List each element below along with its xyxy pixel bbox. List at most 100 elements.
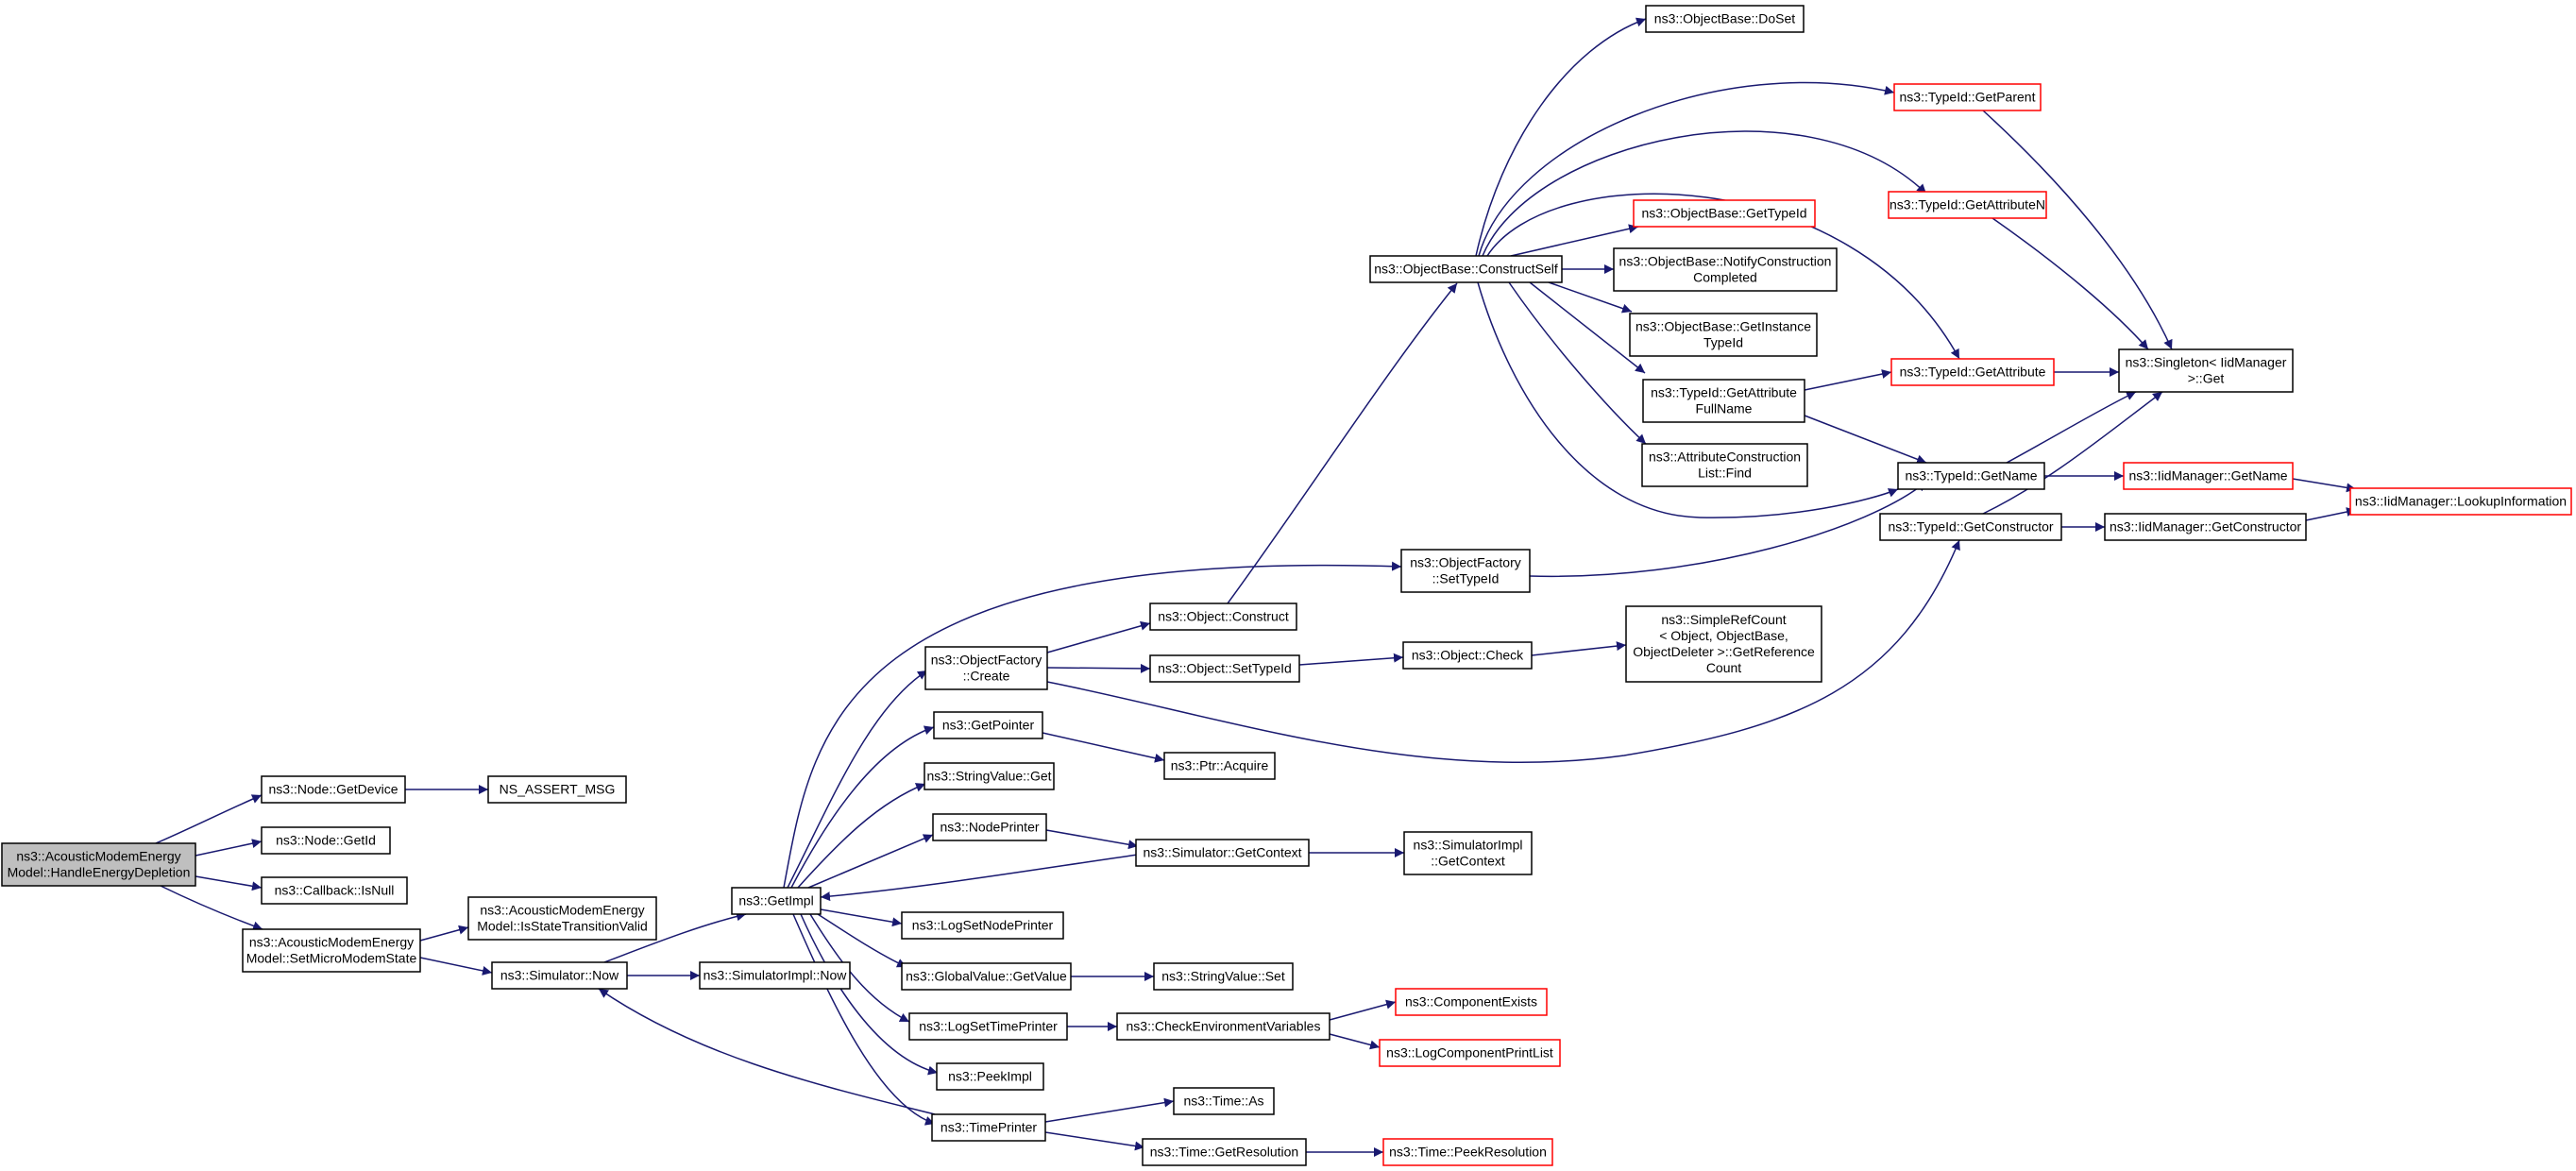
node-box [1135, 839, 1310, 867]
edge-objconstruct-to-obconstructself [1227, 282, 1458, 604]
node-tidgetname[interactable]: ns3::TypeId::GetName [1897, 462, 2045, 490]
node-box [1641, 443, 1808, 487]
node-ofsettypeid[interactable]: ns3::ObjectFactory::SetTypeId [1400, 549, 1531, 593]
edge-line [1298, 653, 1404, 666]
node-obconstructself[interactable]: ns3::ObjectBase::ConstructSelf [1369, 255, 1563, 283]
node-root[interactable]: ns3::AcousticModemEnergyModel::HandleEne… [1, 842, 196, 887]
node-label: ns3::LogSetNodePrinter [912, 918, 1054, 933]
node-label: ns3::LogComponentPrintList [1386, 1045, 1553, 1061]
node-label: ns3::ObjectFactory [1410, 555, 1521, 570]
node-label: Completed [1693, 270, 1757, 285]
node-timegetres[interactable]: ns3::Time::GetResolution [1142, 1138, 1307, 1166]
edge-line [797, 783, 926, 889]
node-box [1382, 1138, 1553, 1166]
node-tidgetparent[interactable]: ns3::TypeId::GetParent [1893, 83, 2042, 111]
node-label: ns3::LogSetTimePrinter [919, 1019, 1058, 1034]
node-box [901, 911, 1064, 940]
node-box [242, 928, 421, 973]
node-simplerefcount[interactable]: ns3::SimpleRefCount< Object, ObjectBase,… [1625, 605, 1822, 683]
edge-line [1982, 391, 2163, 515]
node-tidgetattr[interactable]: ns3::TypeId::GetAttribute [1890, 358, 2055, 386]
node-box [1395, 988, 1548, 1016]
edge-line [1529, 481, 1927, 578]
node-box [1153, 962, 1294, 991]
node-label: ns3::Object::Construct [1158, 609, 1289, 624]
node-svset[interactable]: ns3::StringValue::Set [1153, 962, 1294, 991]
edge-objsettypeid-to-objcheck [1298, 653, 1404, 666]
edge-line [155, 794, 263, 844]
edge-line [1804, 369, 1892, 391]
edge-line [1046, 539, 1960, 763]
node-nodeprinter[interactable]: ns3::NodePrinter [932, 813, 1047, 841]
edge-tidgetattrn-to-singleton [1991, 217, 2149, 350]
edges-layer [155, 17, 2357, 1157]
node-peekimpl[interactable]: ns3::PeekImpl [936, 1062, 1044, 1091]
node-obgettypeid[interactable]: ns3::ObjectBase::GetTypeId [1633, 199, 1816, 228]
node-svget[interactable]: ns3::StringValue::Get [924, 762, 1055, 790]
edge-getimpl-to-logsetnode [820, 908, 903, 927]
node-assert[interactable]: NS_ASSERT_MSG [487, 775, 627, 804]
node-gvgetvalue[interactable]: ns3::GlobalValue::GetValue [901, 962, 1072, 991]
node-label: ns3::IidManager::LookupInformation [2355, 494, 2567, 509]
node-box [699, 961, 851, 990]
node-istrans[interactable]: ns3::AcousticModemEnergyModel::IsStateTr… [467, 896, 657, 941]
node-getpointer[interactable]: ns3::GetPointer [933, 711, 1043, 739]
node-compexists[interactable]: ns3::ComponentExists [1395, 988, 1548, 1016]
node-tidgetctor[interactable]: ns3::TypeId::GetConstructor [1879, 513, 2062, 541]
node-isnull[interactable]: ns3::Callback::IsNull [261, 876, 408, 905]
node-label: ns3::Time::As [1183, 1094, 1263, 1109]
node-timeas[interactable]: ns3::Time::As [1173, 1087, 1275, 1115]
node-tidgetattrn[interactable]: ns3::TypeId::GetAttributeN [1888, 191, 2047, 219]
node-box [1163, 752, 1276, 780]
node-iidlookup[interactable]: ns3::IidManager::LookupInformation [2349, 487, 2572, 516]
node-iidgetctor[interactable]: ns3::IidManager::GetConstructor [2104, 513, 2307, 541]
node-objcheck[interactable]: ns3::Object::Check [1402, 641, 1533, 670]
node-box [1116, 1012, 1330, 1041]
node-getimpl[interactable]: ns3::GetImpl [731, 887, 822, 915]
node-timeprinter[interactable]: ns3::TimePrinter [931, 1113, 1046, 1142]
edge-timeprinter-to-timeas [1044, 1097, 1175, 1123]
edge-line [2292, 478, 2357, 493]
node-ofcreate[interactable]: ns3::ObjectFactory::Create [924, 646, 1048, 690]
node-logsettime[interactable]: ns3::LogSetTimePrinter [908, 1012, 1068, 1041]
node-logcompprint[interactable]: ns3::LogComponentPrintList [1379, 1039, 1561, 1067]
node-obdoset[interactable]: ns3::ObjectBase::DoSet [1645, 5, 1805, 33]
node-simimplctx[interactable]: ns3::SimulatorImpl::GetContext [1403, 831, 1533, 875]
node-timepeekres[interactable]: ns3::Time::PeekResolution [1382, 1138, 1553, 1166]
edge-line [1044, 1131, 1145, 1151]
edge-line [195, 839, 263, 857]
node-iidgetname[interactable]: ns3::IidManager::GetName [2123, 462, 2294, 490]
node-label: FullName [1696, 401, 1753, 416]
node-label: ns3::GetPointer [942, 718, 1035, 733]
node-objsettypeid[interactable]: ns3::Object::SetTypeId [1149, 654, 1300, 683]
node-box [1879, 513, 2062, 541]
edge-line [790, 725, 935, 889]
node-label: ns3::TypeId::GetConstructor [1888, 519, 2053, 535]
node-simnow[interactable]: ns3::Simulator::Now [491, 961, 628, 990]
node-singleton[interactable]: ns3::Singleton< IidManager>::Get [2118, 348, 2294, 393]
edge-line [783, 561, 1402, 889]
node-label: ns3::StringValue::Set [1161, 969, 1285, 984]
edge-checkenv-to-compexists [1329, 999, 1397, 1021]
edge-line [1042, 732, 1165, 763]
node-label: ns3::Simulator::GetContext [1143, 845, 1301, 860]
node-getdevice[interactable]: ns3::Node::GetDevice [261, 775, 406, 804]
node-box [1402, 641, 1533, 670]
node-checkenv[interactable]: ns3::CheckEnvironmentVariables [1116, 1012, 1330, 1041]
node-label: ::SetTypeId [1432, 571, 1500, 586]
node-logsetnode[interactable]: ns3::LogSetNodePrinter [901, 911, 1064, 940]
node-simimplnow[interactable]: ns3::SimulatorImpl::Now [699, 961, 851, 990]
node-objconstruct[interactable]: ns3::Object::Construct [1149, 602, 1297, 631]
node-setmicro[interactable]: ns3::AcousticModemEnergyModel::SetMicroM… [242, 928, 421, 973]
node-simgetcontext[interactable]: ns3::Simulator::GetContext [1135, 839, 1310, 867]
node-label: ns3::Singleton< IidManager [2126, 355, 2287, 370]
node-box [1, 842, 196, 887]
node-obnotify[interactable]: ns3::ObjectBase::NotifyConstructionCompl… [1613, 247, 1838, 292]
node-ptracquire[interactable]: ns3::Ptr::Acquire [1163, 752, 1276, 780]
node-getid[interactable]: ns3::Node::GetId [261, 826, 391, 855]
node-box [901, 962, 1072, 991]
node-box [1888, 191, 2047, 219]
